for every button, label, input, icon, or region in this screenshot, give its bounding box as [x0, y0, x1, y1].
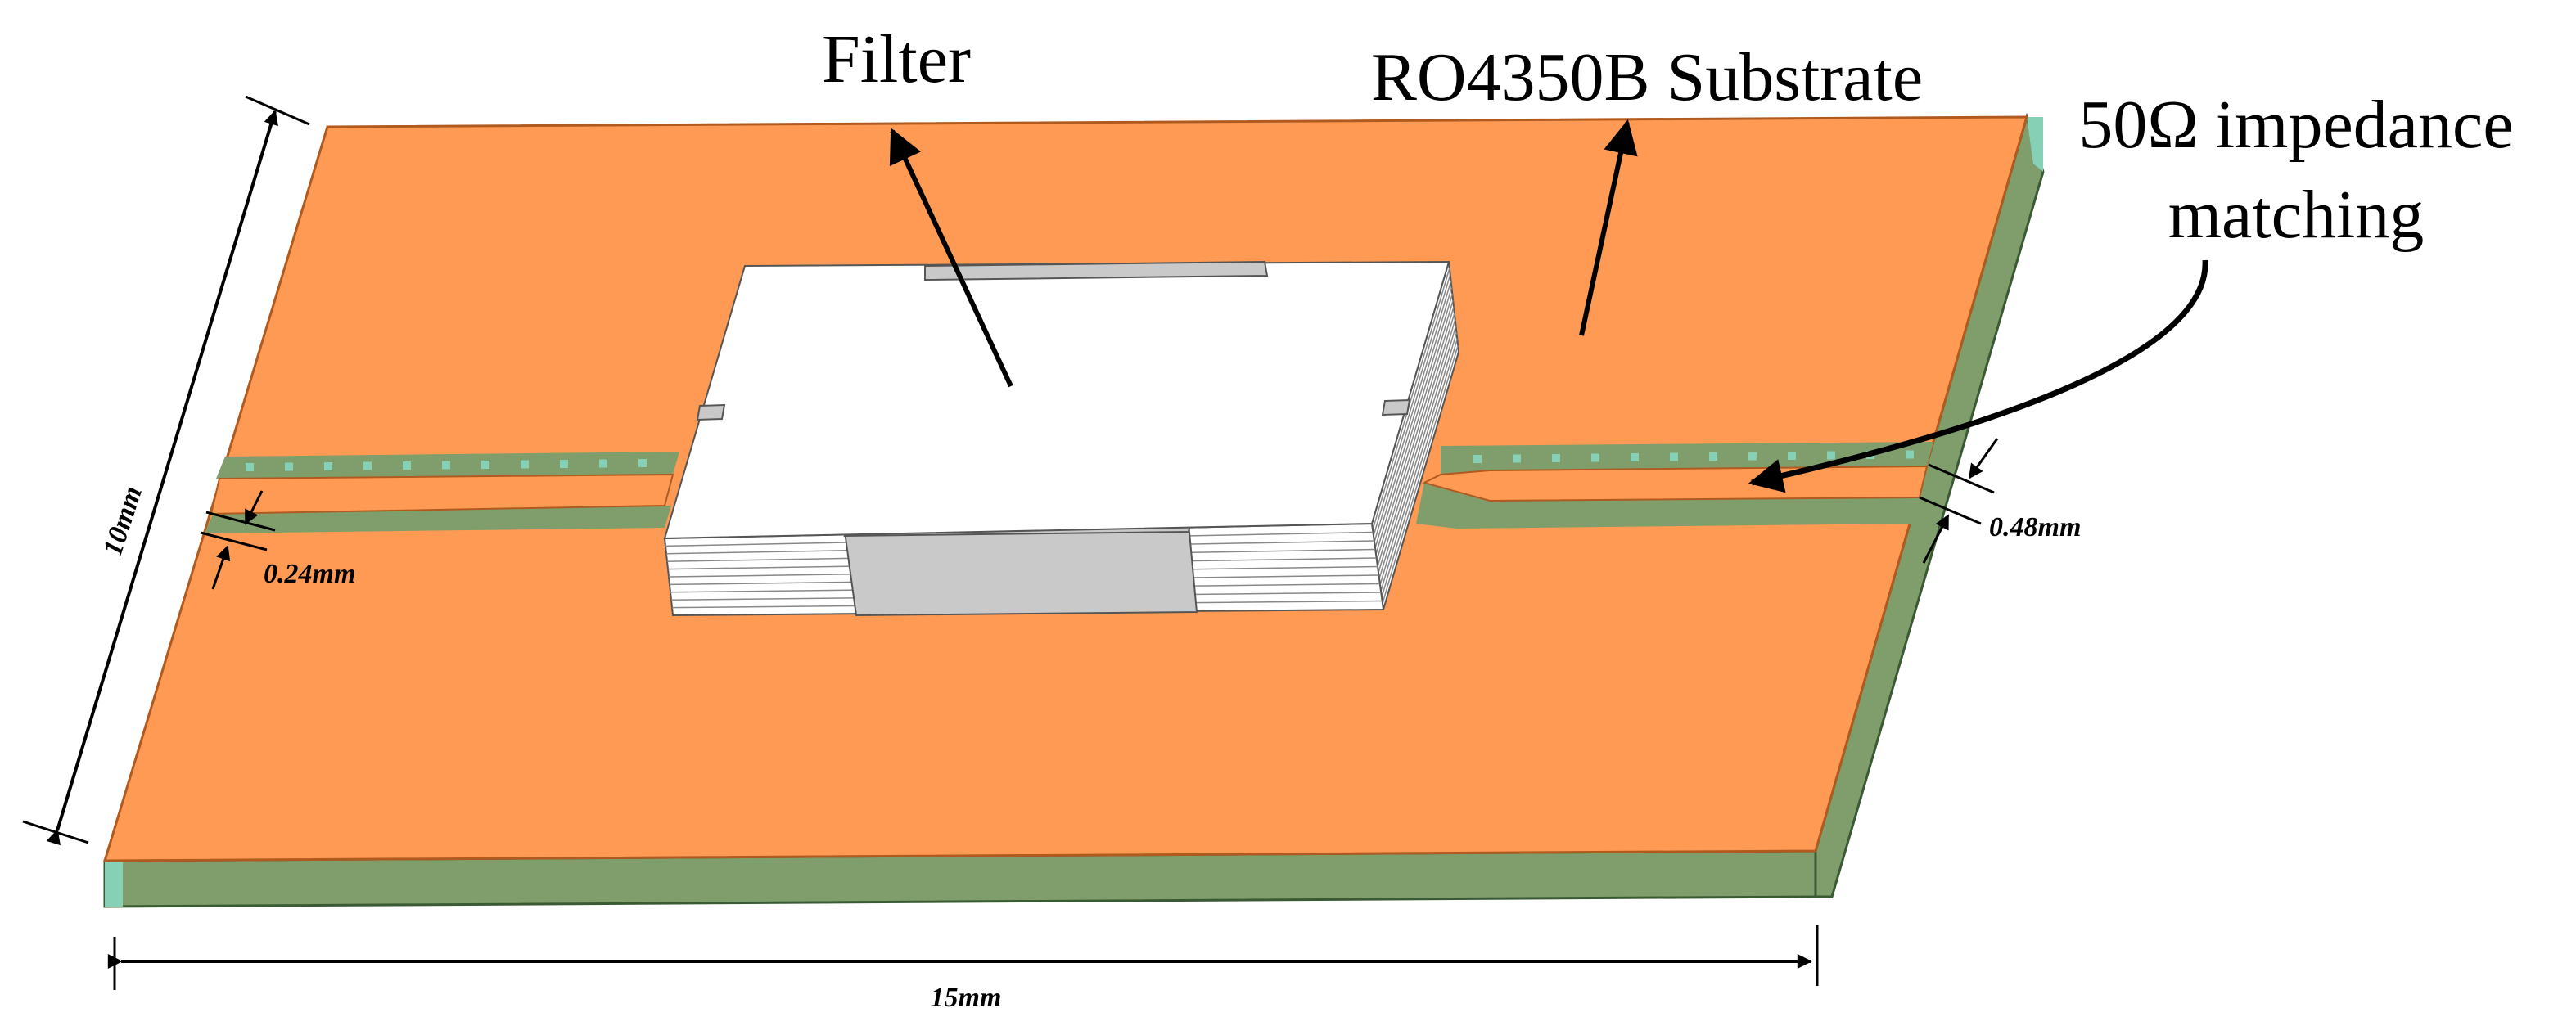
narrow-gap-ext-top: [205, 511, 276, 532]
filter-layer-line: [1378, 313, 1455, 574]
gap-dot: [1827, 451, 1835, 460]
width-dimension-label: 15mm: [931, 983, 1002, 1013]
right-feedline: [1416, 442, 1933, 529]
impedance-callout-arrow: [1748, 259, 2208, 493]
filter-layer-line: [1380, 332, 1458, 592]
filter-label: Filter: [822, 21, 971, 97]
gap-dot: [1591, 453, 1599, 462]
height-dimension-line: [46, 110, 278, 846]
filter-callout-arrow: [889, 128, 1013, 388]
narrow-gap-arrow-bottom: [211, 545, 231, 590]
substrate-callout-arrow: [1579, 119, 1638, 336]
filter-tab-left: [696, 403, 726, 421]
filter-back-pad: [924, 260, 1269, 281]
gap-dot: [599, 459, 607, 468]
narrow-gap-label: 0.24mm: [264, 559, 355, 589]
gap-dot: [403, 461, 411, 470]
filter-layer-line: [1377, 306, 1455, 567]
left-feedline: [205, 452, 679, 533]
gap-dot: [1631, 453, 1639, 461]
filter-tab-right: [1381, 398, 1411, 416]
gap-dot: [560, 460, 568, 468]
gap-dot: [1709, 452, 1717, 461]
gap-dot: [521, 460, 529, 469]
filter-layer-line: [1379, 326, 1457, 586]
wide-line-ext-bottom: [1919, 496, 1982, 525]
wide-line-arrow-top: [1968, 438, 1999, 479]
gap-dot: [638, 459, 647, 467]
narrow-gap-arrow-top: [244, 490, 264, 525]
gap-dot: [1906, 450, 1914, 459]
filter-layer-line: [1381, 339, 1459, 598]
gap-dot: [442, 461, 450, 470]
substrate-edge-strip: [2027, 117, 2043, 172]
gap-dot: [285, 462, 293, 471]
substrate-edge-strip: [105, 861, 123, 907]
height-ext-bottom: [22, 820, 89, 844]
wide-line-arrow-bottom: [1922, 514, 1950, 564]
height-ext-top: [245, 95, 310, 126]
filter-right-layers: [1372, 268, 1459, 604]
gap-dot: [1670, 452, 1678, 461]
gap-dot: [1552, 454, 1560, 462]
filter-layer-line: [1378, 319, 1456, 579]
wide-line-label: 0.48mm: [1989, 512, 2081, 542]
gap-dot: [324, 462, 332, 470]
impedance-label-line2: matching: [2168, 177, 2425, 253]
impedance-label-line1: 50Ω impedance: [2078, 87, 2513, 163]
narrow-gap-dimension: 0.24mm: [200, 490, 355, 590]
gap-dot: [1788, 452, 1796, 460]
gap-dot: [1473, 455, 1482, 463]
gap-dot: [363, 461, 372, 470]
filter-layer-line: [1373, 274, 1451, 537]
width-dimension: 15mm: [107, 925, 1819, 1013]
right-gap-lower: [1416, 483, 1920, 529]
filter-block: [663, 260, 1460, 617]
filter-layer-line: [1372, 268, 1450, 530]
right-microstrip-taper: [1422, 465, 1929, 502]
height-dimension-label: 10mm: [97, 483, 148, 560]
filter-front-port: [843, 522, 1198, 617]
gap-dot: [1513, 454, 1521, 463]
filter-layer-line: [1376, 299, 1454, 561]
wide-line-dimension: 0.48mm: [1919, 438, 2081, 564]
filter-layer-line: [1382, 344, 1459, 604]
narrow-gap-ext-bottom: [200, 531, 268, 551]
filter-layer-line: [1374, 281, 1452, 542]
wide-line-ext-top: [1928, 463, 1995, 494]
filter-layer-line: [1374, 287, 1453, 549]
filter-layer-line: [1375, 294, 1454, 555]
substrate-label: RO4350B Substrate: [1371, 39, 1923, 115]
filter-top-face: [663, 260, 1450, 540]
gap-dot: [481, 461, 489, 469]
gap-dot: [246, 463, 254, 471]
gap-dot: [1748, 452, 1757, 461]
